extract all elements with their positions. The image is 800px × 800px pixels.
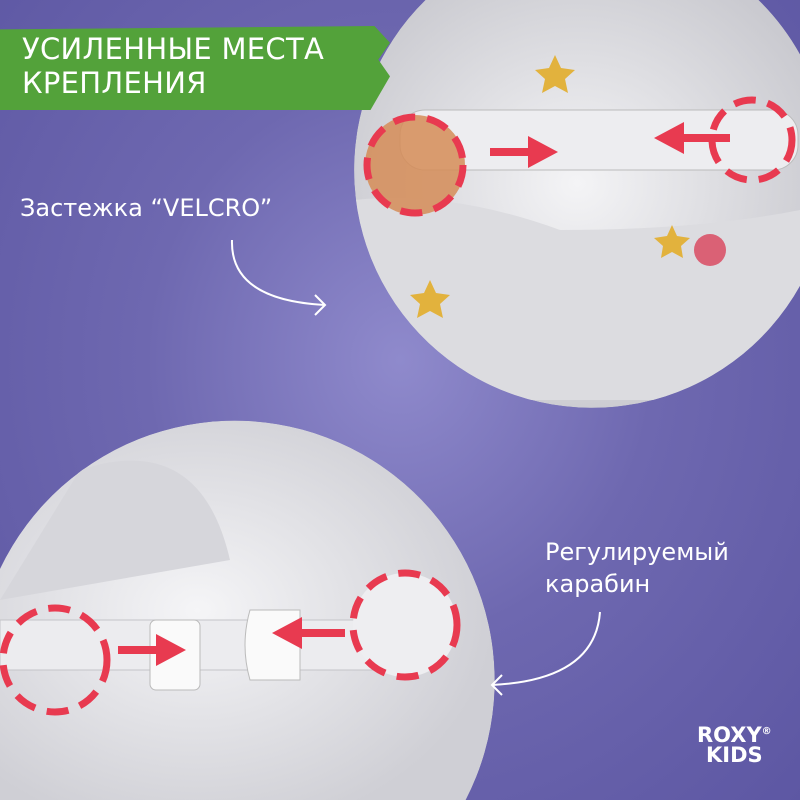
title-line-2: КРЕПЛЕНИЯ	[22, 66, 207, 100]
title-line-1: УСИЛЕННЫЕ МЕСТА	[22, 32, 325, 66]
curved-pointer-arrow-icon	[230, 239, 327, 316]
page-title: УСИЛЕННЫЕ МЕСТА КРЕПЛЕНИЯ	[22, 32, 324, 100]
registered-mark: ®	[761, 726, 772, 737]
carabiner-photo-circle	[0, 420, 495, 800]
arrow-right-icon	[490, 136, 558, 168]
roxy-kids-logo: ROXY® KIDS	[697, 722, 772, 767]
velcro-photo-circle	[354, 0, 800, 408]
carabiner-label-line-2: карабин	[545, 570, 651, 598]
logo-line-1: ROXY	[697, 723, 762, 747]
carabiner-label: Регулируемый карабин	[545, 536, 729, 600]
title-banner	[0, 26, 390, 110]
logo-line-2: KIDS	[706, 743, 763, 767]
carabiner-label-line-1: Регулируемый	[545, 538, 729, 566]
arrow-left-icon	[654, 122, 730, 154]
velcro-label: Застежка “VELCRO”	[20, 194, 273, 222]
curved-pointer-arrow-icon	[490, 611, 601, 696]
arrow-right-icon	[118, 634, 186, 666]
arrow-left-icon	[272, 617, 345, 649]
